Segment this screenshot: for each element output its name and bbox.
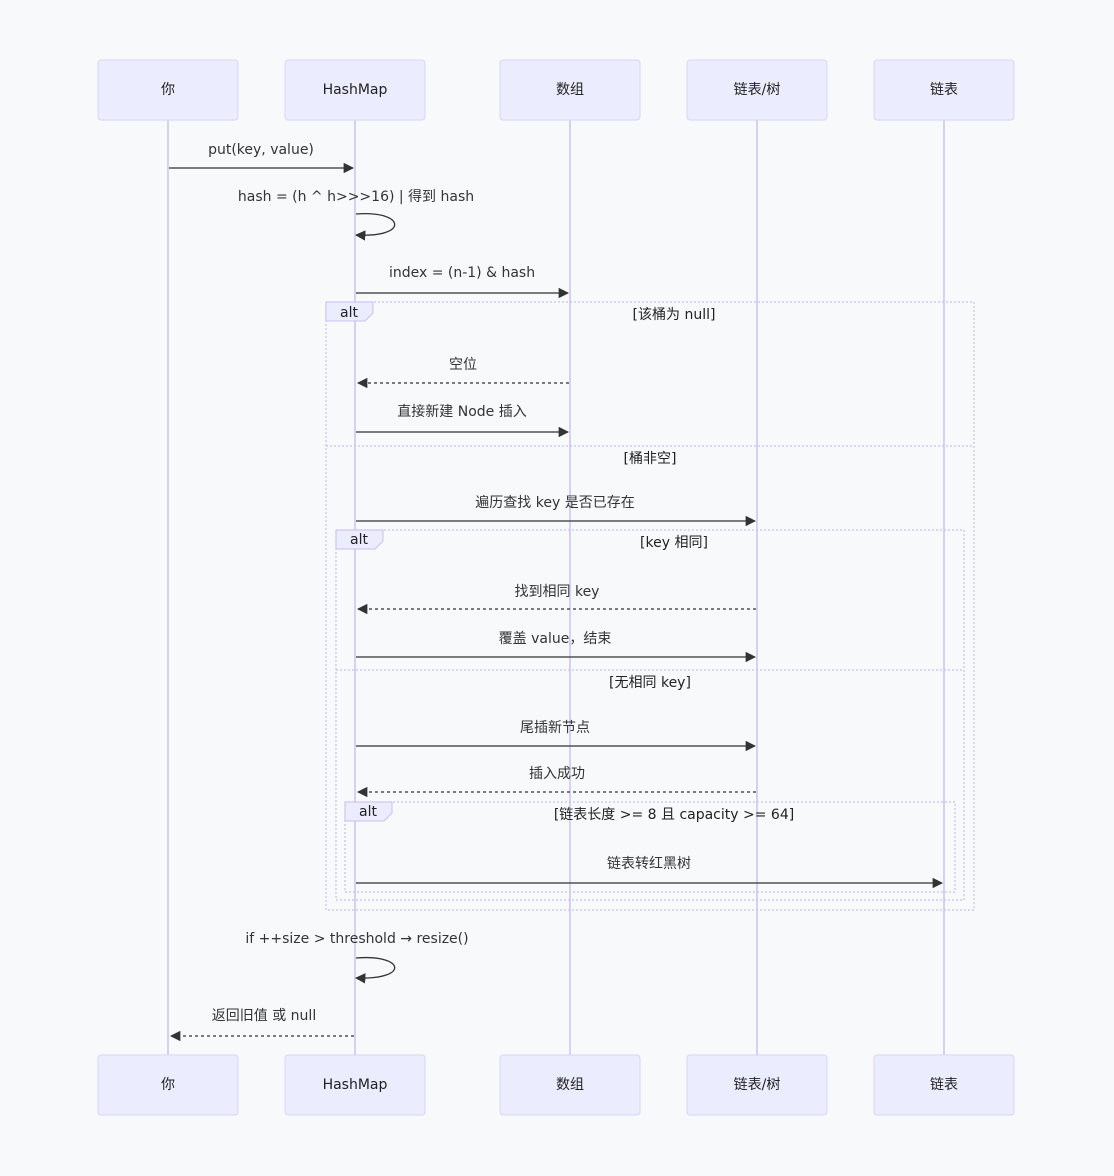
- alt-frame-treeify: alt [链表长度 >= 8 且 capacity >= 64]: [344, 801, 956, 893]
- actor-array-top: 数组: [499, 59, 641, 121]
- actor-label: 链表: [930, 82, 958, 98]
- message-label: if ++size > threshold → resize(): [245, 931, 468, 947]
- actor-label: HashMap: [323, 82, 388, 98]
- message-overwrite: 覆盖 value，结束: [356, 631, 757, 663]
- message-new-node: 直接新建 Node 插入: [356, 403, 570, 438]
- message-label: 返回旧值 或 null: [212, 1008, 316, 1024]
- message-label: 尾插新节点: [520, 720, 590, 736]
- message-label: 覆盖 value，结束: [499, 631, 612, 647]
- frame-tag: alt: [340, 305, 358, 321]
- message-label: 遍历查找 key 是否已存在: [475, 495, 634, 511]
- message-resize-self: if ++size > threshold → resize(): [245, 931, 469, 984]
- actor-label: 数组: [556, 1077, 584, 1093]
- message-label: put(key, value): [208, 142, 314, 158]
- frame-tag: alt: [350, 532, 368, 548]
- message-tail-insert: 尾插新节点: [356, 720, 757, 752]
- message-label: 找到相同 key: [515, 584, 600, 600]
- message-empty-slot: 空位: [356, 357, 569, 389]
- message-index: index = (n-1) & hash: [356, 265, 570, 299]
- actor-hashmap-top: HashMap: [284, 59, 426, 121]
- message-arrow: [354, 212, 396, 241]
- actor-label: 数组: [556, 82, 584, 98]
- message-treeify: 链表转红黑树: [356, 856, 944, 889]
- actor-hashmap-bottom: HashMap: [284, 1054, 426, 1116]
- message-arrow: [354, 956, 396, 984]
- message-put: put(key, value): [169, 142, 355, 174]
- actor-list-bottom: 链表: [873, 1054, 1015, 1116]
- actor-label: 链表/树: [734, 1077, 781, 1093]
- message-return: 返回旧值 或 null: [169, 1008, 354, 1042]
- message-label: 空位: [449, 357, 477, 373]
- actor-list-top: 链表: [873, 59, 1015, 121]
- actor-list-tree-top: 链表/树: [686, 59, 828, 121]
- frame-condition: [桶非空]: [624, 451, 677, 467]
- actor-you-bottom: 你: [97, 1054, 239, 1116]
- frame-condition: [链表长度 >= 8 且 capacity >= 64]: [554, 807, 794, 823]
- message-found-key: 找到相同 key: [356, 584, 756, 615]
- alt-frame-bucket: alt [该桶为 null] [桶非空]: [325, 301, 975, 911]
- frame-tag: alt: [359, 804, 377, 820]
- message-label: 链表转红黑树: [607, 856, 691, 872]
- message-label: 直接新建 Node 插入: [397, 403, 526, 420]
- message-label: hash = (h ^ h>>>16) | 得到 hash: [238, 188, 474, 205]
- message-label: index = (n-1) & hash: [389, 265, 535, 281]
- actor-array-bottom: 数组: [499, 1054, 641, 1116]
- actor-label: 链表/树: [734, 82, 781, 98]
- message-traverse: 遍历查找 key 是否已存在: [356, 495, 757, 527]
- actor-list-tree-bottom: 链表/树: [686, 1054, 828, 1116]
- message-hash-self: hash = (h ^ h>>>16) | 得到 hash: [238, 188, 474, 241]
- message-label: 插入成功: [529, 766, 585, 782]
- message-insert-success: 插入成功: [356, 766, 756, 798]
- frame-condition: [该桶为 null]: [633, 307, 716, 323]
- actor-label: HashMap: [323, 1077, 388, 1093]
- actor-label: 链表: [930, 1077, 958, 1093]
- frame-condition: [无相同 key]: [609, 675, 691, 691]
- frame-condition: [key 相同]: [640, 535, 708, 551]
- actor-you-top: 你: [97, 59, 239, 121]
- actor-label: 你: [161, 1077, 175, 1093]
- alt-frame-key: alt [key 相同] [无相同 key]: [335, 529, 965, 901]
- actor-label: 你: [161, 82, 175, 98]
